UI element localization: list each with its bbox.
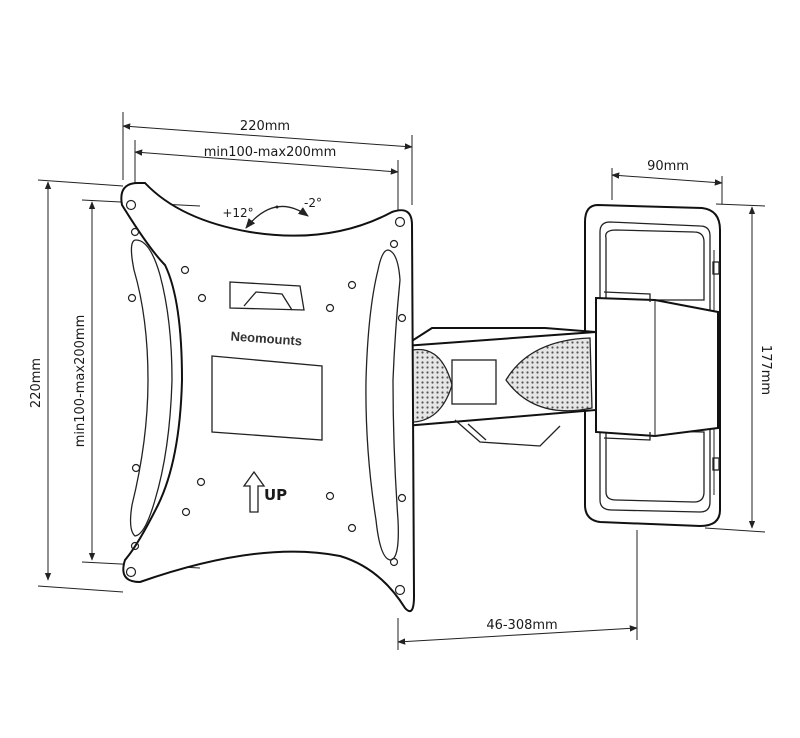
vesa-plate bbox=[120, 182, 416, 612]
plate-height-label: 220mm bbox=[29, 358, 44, 408]
wall-plate-height-label: 177mm bbox=[758, 345, 773, 395]
vesa-horizontal-label: min100-max200mm bbox=[204, 145, 336, 160]
mounting-holes bbox=[125, 199, 407, 596]
tilt-forward-label: +12° bbox=[222, 206, 253, 220]
plate-width-label: 220mm bbox=[240, 119, 290, 134]
up-arrow-icon bbox=[242, 470, 266, 513]
tilt-backward-label: -2° bbox=[304, 196, 322, 210]
wall-distance-label: 46-308mm bbox=[486, 618, 557, 633]
dimension-lines bbox=[37, 112, 766, 650]
tilt-indicator bbox=[245, 205, 309, 229]
vesa-vertical-label: min100-max200mm bbox=[73, 315, 88, 447]
up-label: UP bbox=[264, 486, 287, 504]
swing-arm bbox=[403, 291, 719, 447]
wall-plate-width-label: 90mm bbox=[647, 159, 689, 174]
brand-logo: Neomounts bbox=[230, 329, 302, 349]
